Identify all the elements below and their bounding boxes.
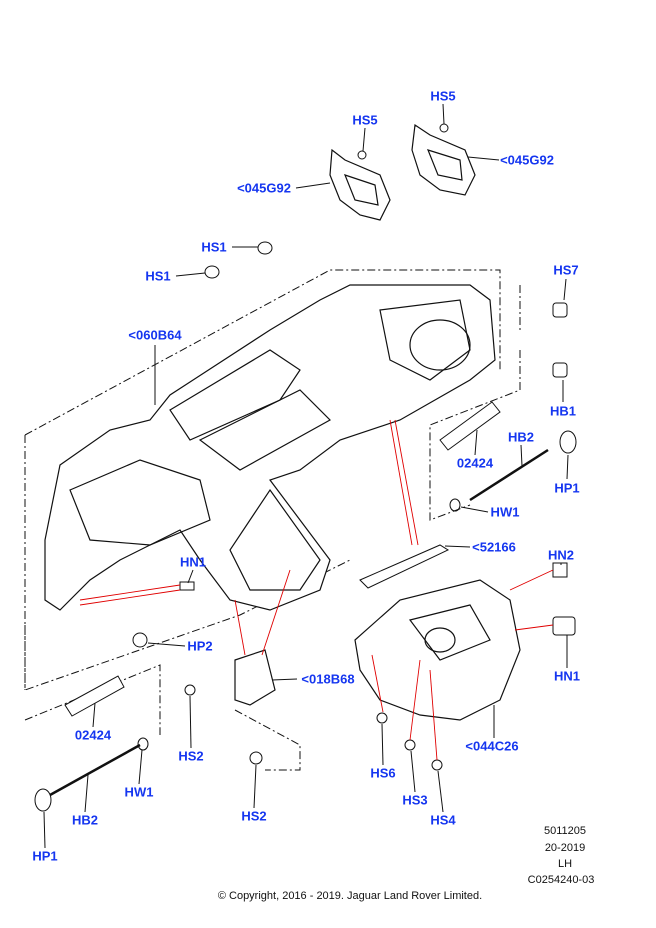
bracket-045G92-right bbox=[411, 123, 476, 196]
rod-HB2-left bbox=[49, 743, 141, 797]
hvac-housing-044C26 bbox=[354, 579, 521, 721]
callout-02424[interactable]: 02424 bbox=[74, 727, 112, 743]
tube-02424-right bbox=[439, 401, 501, 451]
callout-hp1[interactable]: HP1 bbox=[554, 480, 580, 496]
washer-HS1-a bbox=[257, 241, 273, 255]
callout-hs1[interactable]: HS1 bbox=[201, 239, 227, 255]
callout-hb2[interactable]: HB2 bbox=[507, 429, 535, 445]
callout-hs1[interactable]: HS1 bbox=[145, 268, 171, 284]
washer-HW1-left bbox=[137, 737, 149, 751]
callout-018b68[interactable]: <018B68 bbox=[301, 671, 355, 687]
callout-hn2[interactable]: HN2 bbox=[547, 547, 575, 563]
callout-hs4[interactable]: HS4 bbox=[430, 812, 456, 828]
strip-52166 bbox=[359, 544, 450, 589]
callout-060b64[interactable]: <060B64 bbox=[128, 327, 182, 343]
callout-hb2[interactable]: HB2 bbox=[71, 812, 99, 828]
washer-HS1-b bbox=[204, 265, 220, 279]
fasteners bbox=[132, 123, 576, 771]
callout-hp1[interactable]: HP1 bbox=[32, 848, 58, 864]
callout-045g92[interactable]: <045G92 bbox=[237, 180, 291, 196]
rod-HB2-right bbox=[469, 448, 549, 502]
callout-hw1[interactable]: HW1 bbox=[490, 504, 520, 520]
callout-hn1[interactable]: HN1 bbox=[553, 668, 581, 684]
washer-HP1-left bbox=[34, 788, 52, 812]
red-leader-lines bbox=[79, 419, 554, 761]
copyright: © Copyright, 2016 - 2019. Jaguar Land Ro… bbox=[217, 890, 483, 902]
callout-hs5[interactable]: HS5 bbox=[352, 112, 378, 128]
callout-hs3[interactable]: HS3 bbox=[402, 792, 428, 808]
callout-044c26[interactable]: <044C26 bbox=[465, 738, 519, 754]
leader-lines bbox=[43, 103, 569, 849]
illustration-ref: C0254240-03 bbox=[527, 874, 595, 886]
crossbeam-060B64 bbox=[44, 284, 496, 611]
illustration-number: 5011205 bbox=[543, 825, 587, 837]
callout-hs6[interactable]: HS6 bbox=[370, 765, 396, 781]
bracket-045G92-left bbox=[329, 148, 391, 221]
tube-02424-left bbox=[64, 675, 125, 717]
callout-hs2[interactable]: HS2 bbox=[178, 748, 204, 764]
washer-HW1-right bbox=[449, 498, 461, 512]
callout-hp2[interactable]: HP2 bbox=[187, 638, 213, 654]
callout-045g92[interactable]: <045G92 bbox=[500, 152, 554, 168]
callout-hw1[interactable]: HW1 bbox=[124, 784, 154, 800]
callout-hb1[interactable]: HB1 bbox=[549, 403, 577, 419]
callout-hs7[interactable]: HS7 bbox=[553, 262, 579, 278]
washer-HP1-right bbox=[559, 430, 577, 454]
callout-hs2[interactable]: HS2 bbox=[241, 808, 267, 824]
callout-02424[interactable]: 02424 bbox=[456, 455, 494, 471]
callout-52166[interactable]: <52166 bbox=[472, 539, 516, 555]
illustration-date: 20-2019 bbox=[544, 842, 586, 854]
callout-hn1[interactable]: HN1 bbox=[179, 554, 207, 570]
bracket-018B68 bbox=[234, 649, 276, 706]
callout-hs5[interactable]: HS5 bbox=[430, 88, 456, 104]
illustration-side: LH bbox=[557, 858, 573, 870]
